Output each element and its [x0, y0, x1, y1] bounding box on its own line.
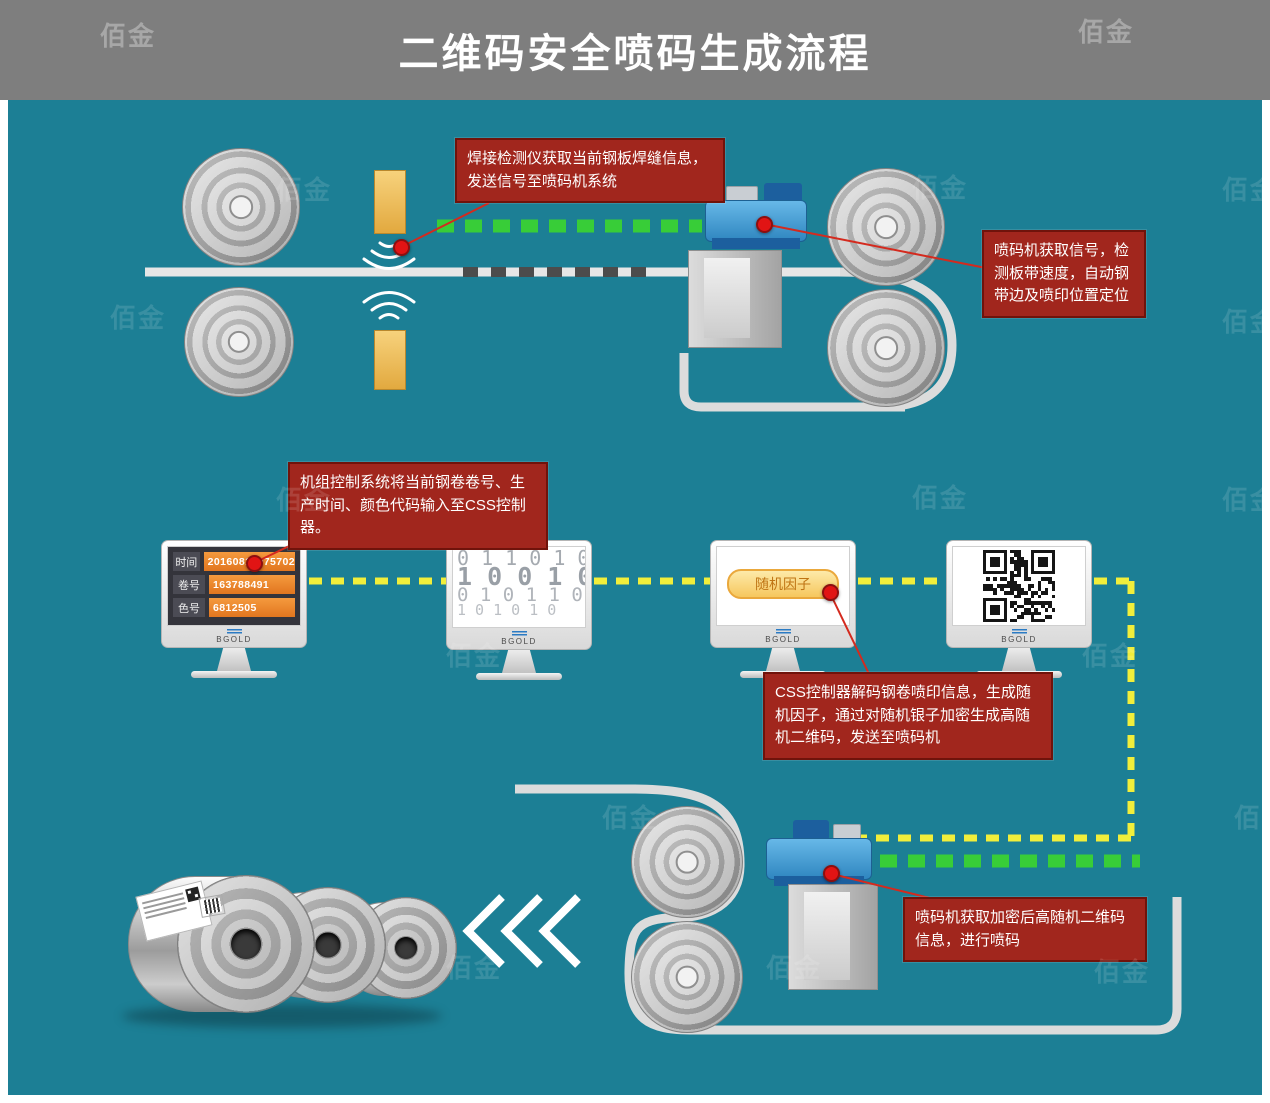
monitor-base	[191, 671, 277, 678]
header-bar: 二维码安全喷码生成流程	[0, 0, 1270, 100]
printer-head	[766, 838, 872, 880]
info-value: 6812505	[209, 598, 295, 617]
info-label: 时间	[173, 552, 200, 571]
brand-label: BGOLD	[216, 635, 252, 644]
monitor-base	[476, 673, 562, 680]
info-row: 卷号 163788491	[173, 575, 295, 594]
coil-info-screen: 时间 20160818075702 卷号 163788491 色号 681250…	[167, 546, 301, 626]
random-factor-pill: 随机因子	[727, 569, 839, 599]
qr-code	[983, 550, 1055, 622]
callout-printer-bottom: 喷码机获取加密后高随机二维码信息，进行喷码	[903, 897, 1147, 962]
bgold-logo-icon	[1011, 629, 1027, 635]
marker-dot-printer-bottom	[823, 865, 840, 882]
brand-label: BGOLD	[1001, 635, 1037, 644]
page-title: 二维码安全喷码生成流程	[398, 32, 872, 76]
coil-qr-sticker	[198, 894, 226, 918]
monitor-stand	[766, 648, 800, 671]
brand-label: BGOLD	[501, 637, 537, 646]
binary-line: 0 1 0 1 1 0 0 1	[457, 584, 585, 606]
monitor-chin: BGOLD	[452, 628, 586, 649]
callout-weld-detection: 焊接检测仪获取当前钢板焊缝信息，发送信号至喷码机系统	[455, 138, 725, 203]
bottom-roller-top	[631, 806, 743, 918]
info-label: 卷号	[173, 575, 205, 594]
marker-dot-random-factor	[822, 584, 839, 601]
marker-dot-coil-info	[246, 555, 263, 572]
inkjet-printer-top	[685, 180, 810, 350]
binary-screen: 0 1 1 0 1 0 1 1 0 0 1 0 1 0 1 0 1 0 1 1 …	[452, 546, 586, 628]
info-label: 色号	[173, 598, 205, 617]
info-value: 163788491	[209, 575, 295, 594]
monitor-qr: BGOLD	[946, 540, 1092, 678]
binary-line: 0 1 1 0 1 0 1	[457, 546, 585, 570]
bgold-logo-icon	[226, 629, 242, 635]
info-row: 时间 20160818075702	[173, 552, 295, 571]
monitor-frame: BGOLD	[946, 540, 1092, 648]
binary-line: 1 0 0 1 0 1 0 1	[457, 562, 585, 591]
monitor-chin: BGOLD	[167, 626, 301, 647]
printer-stand-panel	[804, 892, 850, 980]
monitor-chin: BGOLD	[716, 626, 850, 647]
pinch-roller-top	[827, 168, 945, 286]
coil-shadow	[122, 1004, 442, 1028]
label-text-lines	[141, 890, 191, 935]
callout-printer-top: 喷码机获取信号，检测板带速度，自动钢带边及喷印位置定位	[982, 230, 1146, 318]
marker-dot-printer-top	[756, 216, 773, 233]
monitor-coil-info: 时间 20160818075702 卷号 163788491 色号 681250…	[161, 540, 307, 678]
weld-detector-top	[374, 170, 406, 234]
qr-screen	[952, 546, 1086, 626]
printer-stand-panel	[704, 258, 750, 338]
printer-rail	[712, 238, 800, 249]
binary-line: 1 0 1 0 1 0	[457, 601, 557, 619]
pinch-roller-bottom	[827, 289, 945, 407]
monitor-stand	[502, 650, 536, 673]
monitor-frame: 0 1 1 0 1 0 1 1 0 0 1 0 1 0 1 0 1 0 1 1 …	[446, 540, 592, 650]
bottom-roller-bottom	[631, 921, 743, 1033]
monitor-random-factor: 随机因子 BGOLD	[710, 540, 856, 678]
printer-rail	[774, 876, 864, 886]
monitor-stand	[1002, 648, 1036, 671]
coil-face	[177, 875, 315, 1013]
callout-css-controller: CSS控制器解码钢卷喷印信息，生成随机因子，通过对随机银子加密生成高随机二维码，…	[763, 672, 1053, 760]
weld-detector-bottom	[374, 330, 406, 390]
monitor-frame: 时间 20160818075702 卷号 163788491 色号 681250…	[161, 540, 307, 648]
inkjet-printer-bottom	[762, 816, 882, 994]
steel-roll-top-2	[184, 287, 294, 397]
steel-roll-top-1	[182, 148, 300, 266]
callout-unit-control: 机组控制系统将当前钢卷卷号、生产时间、颜色代码输入至CSS控制器。	[288, 462, 548, 550]
brand-label: BGOLD	[765, 635, 801, 644]
printer-cartridge-icon	[764, 183, 802, 203]
monitor-binary: 0 1 1 0 1 0 1 1 0 0 1 0 1 0 1 0 1 0 1 1 …	[446, 540, 592, 680]
monitor-stand	[217, 648, 251, 671]
bgold-logo-icon	[775, 629, 791, 635]
printer-cartridge-icon	[793, 820, 829, 840]
marker-dot-weld	[393, 239, 410, 256]
bgold-logo-icon	[511, 631, 527, 637]
monitor-chin: BGOLD	[952, 626, 1086, 647]
info-row: 色号 6812505	[173, 598, 295, 617]
